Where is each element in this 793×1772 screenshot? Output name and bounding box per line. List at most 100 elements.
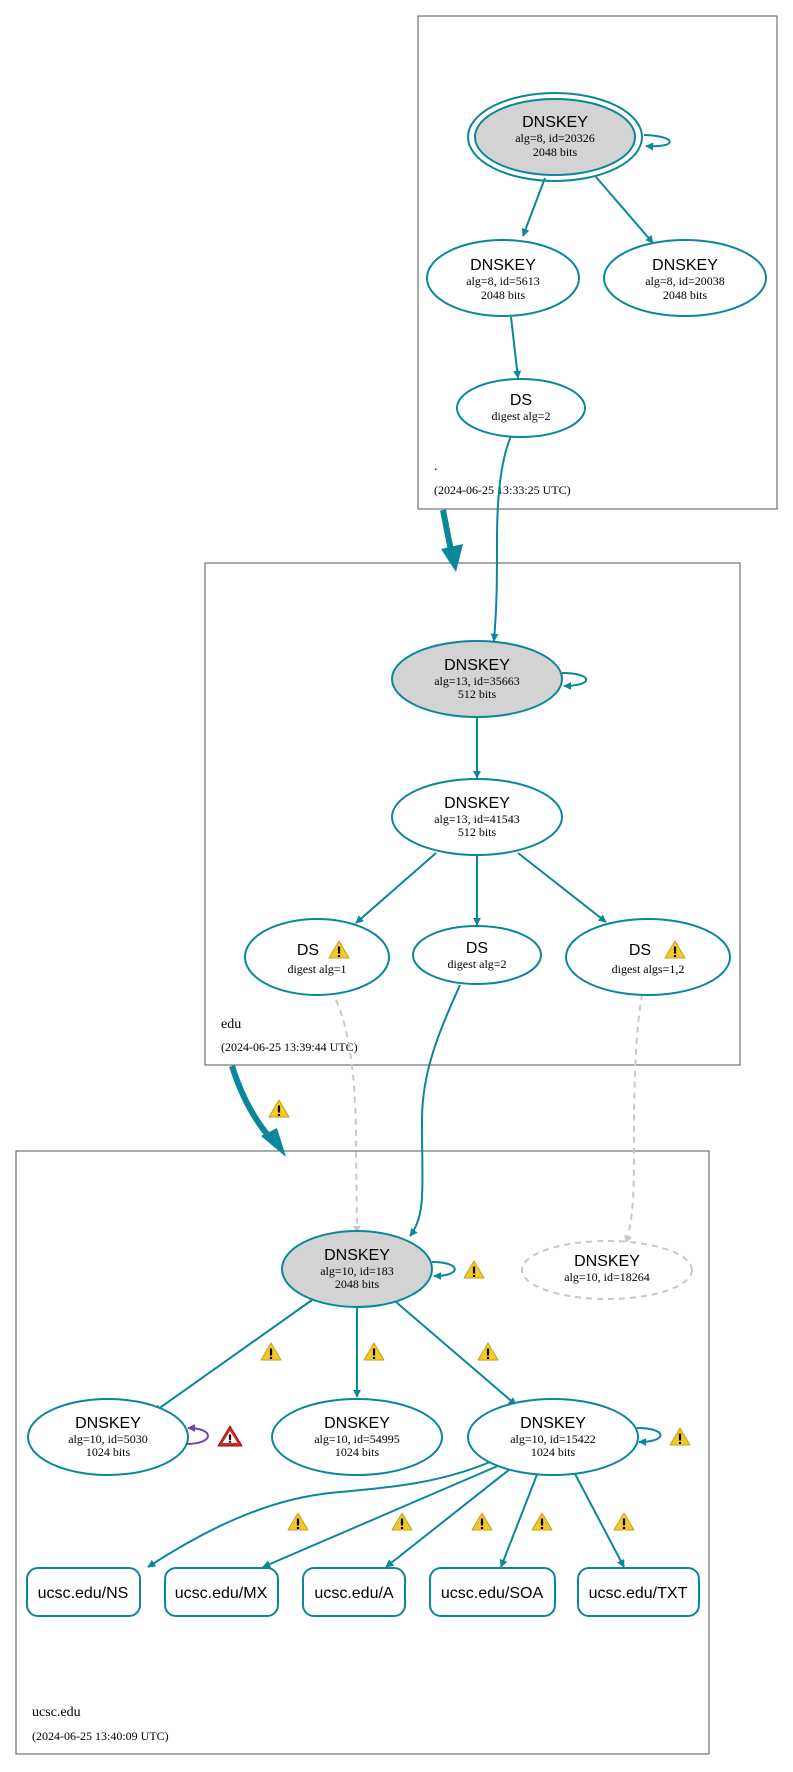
node-edu-ds-3[interactable]: DS digest algs=1,2 — [565, 918, 731, 996]
node-title: DNSKEY — [444, 795, 510, 812]
rrset-ns[interactable]: ucsc.edu/NS — [26, 1567, 141, 1617]
rrset-label: ucsc.edu/SOA — [441, 1585, 544, 1602]
node-detail: 2048 bits — [335, 1277, 380, 1291]
node-detail: alg=13, id=35663 — [434, 674, 520, 688]
node-root-zsk-20038[interactable]: DNSKEY alg=8, id=20038 2048 bits — [603, 239, 767, 317]
edge-rootksk-zsk2 — [595, 176, 654, 244]
delegation-edge-edu-ucsc — [229, 1065, 286, 1157]
node-title: DNSKEY — [522, 114, 588, 131]
edge-warning-icon — [287, 1512, 309, 1531]
edge-15422-soa — [499, 1471, 539, 1568]
edge-eduzsk-ds3 — [517, 852, 607, 923]
edge-warning-icon — [391, 1512, 413, 1531]
node-detail: alg=13, id=41543 — [434, 812, 520, 826]
edge-zsk1-ds — [510, 316, 522, 379]
edge-eduzsk-ds1 — [355, 852, 437, 924]
node-title: DNSKEY — [574, 1253, 640, 1270]
node-root-ksk[interactable]: DNSKEY alg=8, id=20326 2048 bits — [467, 92, 643, 182]
node-title: DNSKEY — [444, 657, 510, 674]
zone-timestamp: (2024-06-25 13:40:09 UTC) — [32, 1729, 169, 1743]
rrset-label: ucsc.edu/A — [314, 1585, 393, 1602]
node-ucsc-key-5030[interactable]: DNSKEY alg=10, id=5030 1024 bits — [27, 1398, 189, 1476]
zone-name: edu — [221, 1017, 241, 1032]
node-detail: digest algs=1,2 — [612, 962, 685, 976]
edge-ucscksk-15422 — [395, 1301, 517, 1406]
error-icon — [217, 1425, 243, 1447]
node-detail: 1024 bits — [531, 1445, 576, 1459]
edge-warning-icon — [613, 1512, 635, 1531]
zone-root: . (2024-06-25 13:33:25 UTC) — [417, 15, 778, 510]
node-detail: 512 bits — [458, 687, 497, 701]
key-warning-icon — [669, 1427, 691, 1446]
node-title: DS — [510, 392, 532, 409]
edge-15422-mx — [262, 1464, 501, 1568]
node-title: DNSKEY — [324, 1415, 390, 1432]
edge-rootds-eduksk — [490, 435, 512, 642]
rrset-label: ucsc.edu/NS — [38, 1585, 129, 1602]
edge-warning-icon — [477, 1342, 499, 1361]
node-edu-ksk[interactable]: DNSKEY alg=13, id=35663 512 bits — [391, 640, 563, 718]
node-title: DNSKEY — [75, 1415, 141, 1432]
zone-timestamp: (2024-06-25 13:33:25 UTC) — [434, 483, 571, 497]
node-detail: 1024 bits — [86, 1445, 131, 1459]
edge-ucscksk-5030 — [153, 1299, 313, 1413]
node-detail: alg=10, id=5030 — [68, 1432, 148, 1446]
node-detail: digest alg=1 — [287, 962, 346, 976]
edge-warning-icon — [471, 1512, 493, 1531]
zone-timestamp: (2024-06-25 13:39:44 UTC) — [221, 1040, 358, 1054]
node-detail: alg=10, id=15422 — [510, 1432, 596, 1446]
node-title: DS — [297, 942, 319, 959]
edge-warning-icon — [363, 1342, 385, 1361]
edge-rootksk-zsk1 — [521, 177, 546, 237]
node-root-zsk-5613[interactable]: DNSKEY alg=8, id=5613 2048 bits — [426, 239, 580, 317]
edge-15422-self — [636, 1427, 662, 1446]
node-ucsc-key-15422[interactable]: DNSKEY alg=10, id=15422 1024 bits — [467, 1398, 639, 1476]
rrset-soa[interactable]: ucsc.edu/SOA — [429, 1567, 556, 1617]
node-detail: alg=10, id=18264 — [564, 1270, 650, 1284]
edge-warning-icon — [260, 1342, 282, 1361]
node-detail: 512 bits — [458, 825, 497, 839]
node-ucsc-missing-key[interactable]: DNSKEY alg=10, id=18264 — [521, 1240, 693, 1300]
node-title: DS — [466, 940, 488, 957]
node-detail: 2048 bits — [663, 288, 708, 302]
edge-rootksk-self — [643, 134, 671, 151]
node-detail: alg=8, id=5613 — [466, 274, 540, 288]
node-ucsc-key-54995[interactable]: DNSKEY alg=10, id=54995 1024 bits — [271, 1398, 443, 1476]
delegation-edge-root-edu — [440, 509, 463, 572]
edge-15422-ns — [147, 1461, 491, 1568]
rrset-label: ucsc.edu/MX — [175, 1585, 268, 1602]
delegation-warning-icon — [268, 1099, 290, 1118]
node-edu-zsk[interactable]: DNSKEY alg=13, id=41543 512 bits — [391, 778, 563, 856]
node-ucsc-ksk[interactable]: DNSKEY alg=10, id=183 2048 bits — [281, 1230, 433, 1308]
zone-name: . — [434, 459, 438, 474]
edge-5030-self-invalid — [185, 1424, 209, 1445]
rrset-a[interactable]: ucsc.edu/A — [302, 1567, 406, 1617]
rrset-txt[interactable]: ucsc.edu/TXT — [577, 1567, 700, 1617]
node-detail: 2048 bits — [533, 145, 578, 159]
zone-edu: edu (2024-06-25 13:39:44 UTC) — [204, 562, 741, 1066]
edge-warning-icon — [531, 1512, 553, 1531]
node-detail: 2048 bits — [481, 288, 526, 302]
edge-eduds2-ucscksk — [409, 984, 461, 1237]
edge-eduds3-missingkey — [624, 993, 643, 1244]
node-detail: alg=8, id=20038 — [645, 274, 725, 288]
zone-name: ucsc.edu — [32, 1705, 81, 1720]
node-detail: digest alg=2 — [447, 957, 506, 971]
node-detail: 1024 bits — [335, 1445, 380, 1459]
node-edu-ds-1[interactable]: DS digest alg=1 — [244, 918, 390, 996]
node-title: DNSKEY — [324, 1247, 390, 1264]
node-edu-ds-2[interactable]: DS digest alg=2 — [412, 925, 542, 985]
ksk-warning-icon — [463, 1260, 485, 1279]
node-detail: digest alg=2 — [491, 409, 550, 423]
node-detail: alg=10, id=54995 — [314, 1432, 400, 1446]
edge-15422-txt — [573, 1471, 625, 1568]
rrset-mx[interactable]: ucsc.edu/MX — [164, 1567, 279, 1617]
edge-ucscksk-self — [431, 1261, 456, 1280]
node-detail: alg=8, id=20326 — [515, 131, 595, 145]
node-root-ds[interactable]: DS digest alg=2 — [456, 378, 586, 438]
zone-ucsc: ucsc.edu (2024-06-25 13:40:09 UTC) — [15, 1150, 710, 1755]
node-detail: alg=10, id=183 — [320, 1264, 394, 1278]
edge-15422-a — [385, 1468, 511, 1568]
node-title: DNSKEY — [652, 257, 718, 274]
node-title: DNSKEY — [520, 1415, 586, 1432]
